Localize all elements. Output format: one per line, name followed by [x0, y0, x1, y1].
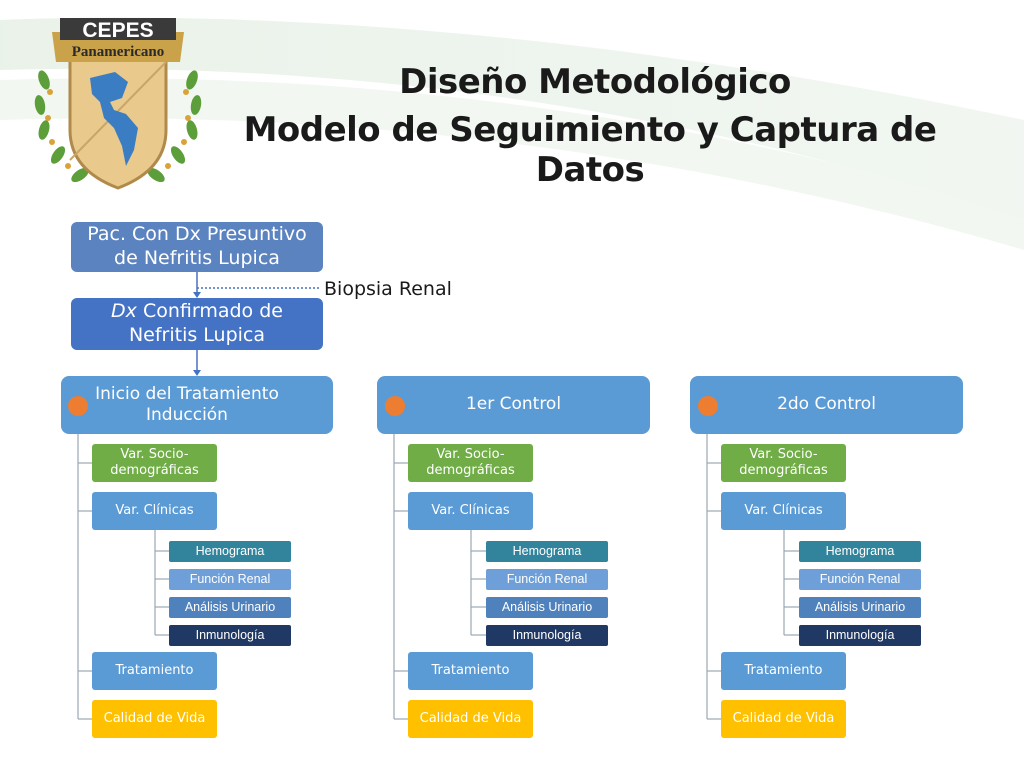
quality-of-life-box: Calidad de Vida [721, 700, 846, 738]
clinical-vars: Var. Clínicas [408, 492, 533, 530]
immunology-box: Inmunología [799, 625, 921, 646]
renal-function-box: Función Renal [486, 569, 608, 590]
phase-marker-dot [68, 396, 88, 416]
confirmed-dx-line1: Confirmado de [136, 300, 283, 323]
start-node-line2: de Nefritis Lupica [114, 247, 280, 269]
phase-induction-line1: Inicio del Tratamiento [95, 383, 279, 404]
phase-induction-line2: Inducción [146, 405, 228, 425]
immunology-box: Inmunología [169, 625, 291, 646]
quality-of-life-box: Calidad de Vida [408, 700, 533, 738]
socio-line2: demográficas [110, 463, 199, 478]
confirmed-dx-line2: Nefritis Lupica [128, 324, 266, 346]
logo-text-panamericano: Panamericano [72, 44, 164, 60]
socio-line1: Var. Socio- [749, 446, 818, 462]
socio-line2: demográficas [739, 463, 828, 478]
socio-demographic-vars: Var. Socio-demográficas [408, 444, 533, 482]
start-node-line1: Pac. Con Dx Presuntivo [87, 223, 307, 246]
urinalysis-box: Análisis Urinario [486, 597, 608, 618]
treatment-box: Tratamiento [721, 652, 846, 690]
clinical-vars: Var. Clínicas [721, 492, 846, 530]
urinalysis-box: Análisis Urinario [799, 597, 921, 618]
phase-marker-dot [698, 396, 718, 416]
hemograma-box: Hemograma [169, 541, 291, 562]
renal-function-box: Función Renal [169, 569, 291, 590]
page-title-line1: Diseño Metodológico [399, 62, 791, 102]
phase-first-control: 1er Control [377, 376, 650, 434]
immunology-box: Inmunología [486, 625, 608, 646]
phase-second-control-label: 2do Control [777, 394, 876, 415]
hemograma-box: Hemograma [486, 541, 608, 562]
logo-text-cepes: CEPES [82, 19, 153, 42]
socio-line2: demográficas [426, 463, 515, 478]
phase-second-control: 2do Control [690, 376, 963, 434]
socio-line1: Var. Socio- [436, 446, 505, 462]
confirmed-dx-abbrev: Dx [111, 300, 137, 323]
renal-function-box: Función Renal [799, 569, 921, 590]
treatment-box: Tratamiento [92, 652, 217, 690]
phase-marker-dot [385, 396, 405, 416]
quality-of-life-box: Calidad de Vida [92, 700, 217, 738]
socio-line1: Var. Socio- [120, 446, 189, 462]
treatment-box: Tratamiento [408, 652, 533, 690]
urinalysis-box: Análisis Urinario [169, 597, 291, 618]
cepes-logo: CEPES Panamericano [30, 10, 210, 200]
background-swoosh [0, 17, 1024, 250]
hemograma-box: Hemograma [799, 541, 921, 562]
page-title-line2: Modelo de Seguimiento y Captura de Datos [243, 110, 937, 190]
socio-demographic-vars: Var. Socio-demográficas [721, 444, 846, 482]
phase-first-control-label: 1er Control [465, 394, 562, 415]
biopsy-label: Biopsia Renal [324, 278, 452, 300]
clinical-vars: Var. Clínicas [92, 492, 217, 530]
socio-demographic-vars: Var. Socio-demográficas [92, 444, 217, 482]
